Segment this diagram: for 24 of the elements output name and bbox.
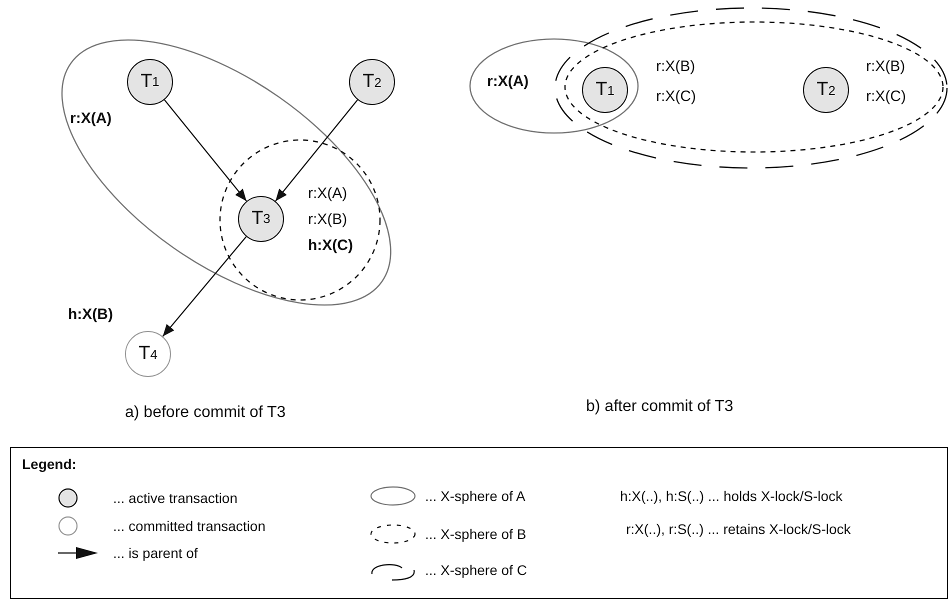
legend-note: h:X(..), h:S(..) ... holds X-lock/S-lock <box>620 488 843 504</box>
legend-text: ... is parent of <box>113 545 198 561</box>
lock-annotation: r:X(C) <box>866 88 906 106</box>
lock-annotation: h:X(C) <box>308 236 353 255</box>
lock-annotation: r:X(C) <box>656 88 696 106</box>
parent-arrow <box>162 236 247 337</box>
sphere-label: r:X(A) <box>487 73 529 91</box>
parent-arrow <box>164 100 247 202</box>
legend-text: ... active transaction <box>113 490 238 506</box>
lock-annotation: r:X(A) <box>308 184 348 203</box>
legend-text: ... X-sphere of B <box>425 526 526 542</box>
parent-arrow <box>275 100 358 202</box>
legend-text: ... committed transaction <box>113 518 266 534</box>
legend-note: r:X(..), r:S(..) ... retains X-lock/S-lock <box>626 521 851 537</box>
lock-annotation: r:X(B) <box>308 210 348 229</box>
lock-annotation: r:X(B) <box>866 58 906 76</box>
caption: b) after commit of T3 <box>586 398 734 416</box>
lock-annotation: h:X(B) <box>68 306 113 324</box>
lock-annotation: r:X(A) <box>70 110 112 128</box>
legend-text: ... X-sphere of C <box>425 562 527 578</box>
legend-title: Legend: <box>22 456 76 472</box>
lock-annotation: r:X(B) <box>656 58 696 76</box>
caption: a) before commit of T3 <box>125 404 286 422</box>
legend-text: ... X-sphere of A <box>425 488 526 504</box>
